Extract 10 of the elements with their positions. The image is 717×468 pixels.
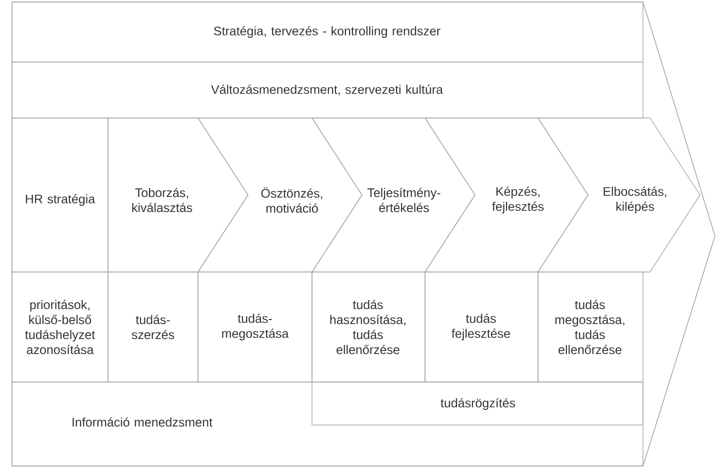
table-cell: tudás fejlesztése (424, 272, 538, 382)
table-cell: tudás hasznosítása, tudás ellenőrzése (312, 272, 426, 382)
band-box: tudásrögzítés (312, 382, 644, 426)
table-cell: tudás megosztása, tudás ellenőrzése (538, 272, 644, 382)
table-cell: HR stratégia (12, 118, 108, 272)
table-cell: tudás- szerzés (108, 272, 198, 382)
table-cell: prioritások, külső-belső tudáshelyzet azonosítása (12, 272, 108, 382)
band-box: Stratégia, tervezés - kontrolling rendszer (12, 2, 644, 62)
table-cell: tudás- megosztása (198, 272, 312, 382)
band-box: Változásmenedzsment, szervezeti kultúra (12, 62, 644, 118)
